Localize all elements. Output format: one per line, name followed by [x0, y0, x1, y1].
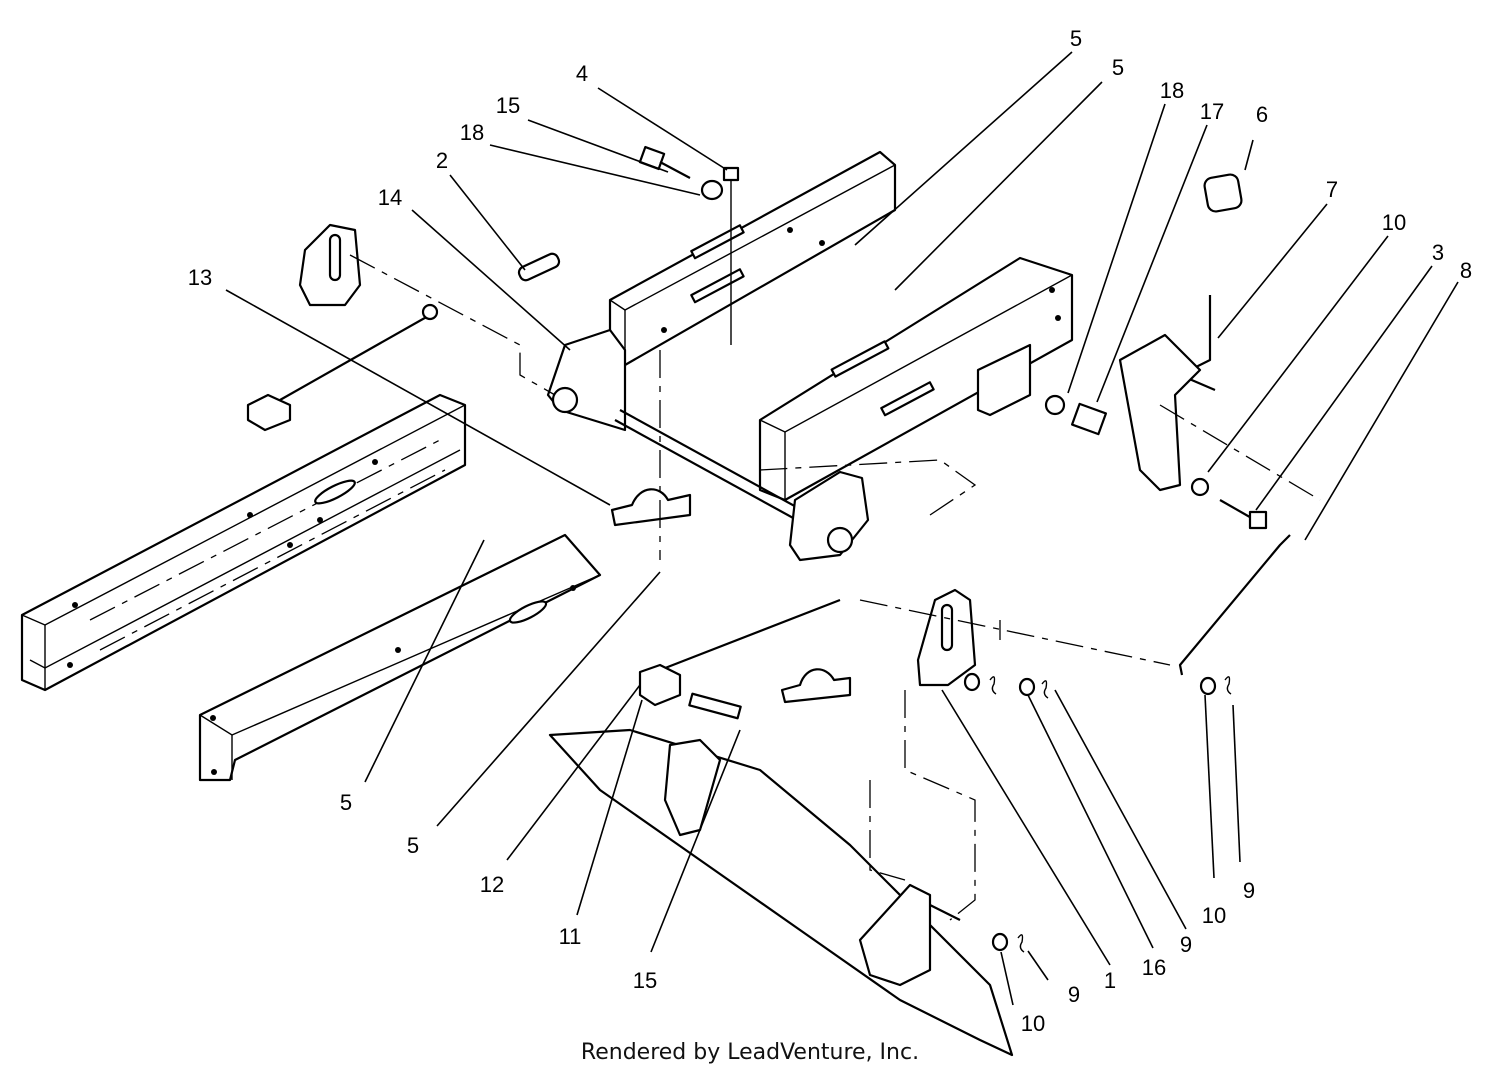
- callout-9-c: 9: [1243, 878, 1255, 903]
- callout-5-d: 5: [407, 833, 419, 858]
- callout-13: 13: [188, 265, 212, 290]
- callout-10-a: 10: [1382, 210, 1406, 235]
- callout-5-b: 5: [1112, 55, 1124, 80]
- shaft-clip-bracket: [610, 488, 852, 704]
- callout-2: 2: [436, 148, 448, 173]
- callout-10-c: 10: [1202, 903, 1226, 928]
- callout-10-b: 10: [1021, 1011, 1045, 1036]
- callout-labels: 5 5 4 15 18 2 14 13 18 17 6 7 10 3 8 5 5…: [188, 26, 1472, 1036]
- right-pivot-plate: [638, 588, 977, 720]
- lift-lever: [1044, 173, 1243, 492]
- callout-6: 6: [1256, 102, 1268, 127]
- lower-deck-arm: [548, 728, 1014, 1057]
- callout-8: 8: [1460, 258, 1472, 283]
- callout-15-a: 15: [496, 93, 520, 118]
- lever-pivot-bolt: [1190, 477, 1268, 530]
- callout-14: 14: [378, 185, 402, 210]
- callout-5-c: 5: [340, 790, 352, 815]
- callout-17: 17: [1200, 99, 1224, 124]
- callout-18-a: 18: [460, 120, 484, 145]
- callout-7: 7: [1326, 177, 1338, 202]
- callout-11: 11: [559, 924, 582, 949]
- spring-part: [517, 252, 561, 282]
- callout-3: 3: [1432, 240, 1444, 265]
- callout-18-b: 18: [1160, 78, 1184, 103]
- assembly-center-lines: [349, 254, 1321, 921]
- callout-4: 4: [576, 61, 588, 86]
- callout-12: 12: [480, 872, 504, 897]
- washers-and-pins: [963, 672, 1232, 953]
- leader-lines: [225, 51, 1459, 1006]
- cross-shaft-assembly: [546, 328, 870, 562]
- callout-9-b: 9: [1180, 932, 1192, 957]
- callout-5-a: 5: [1070, 26, 1082, 51]
- lift-rod: [1178, 534, 1291, 676]
- callout-16: 16: [1142, 955, 1166, 980]
- callout-9-a: 9: [1068, 982, 1080, 1007]
- render-credit: Rendered by LeadVenture, Inc.: [580, 1040, 920, 1065]
- left-lower-channel: [198, 533, 602, 782]
- callout-15-b: 15: [633, 968, 657, 993]
- left-frame-rail: [20, 393, 467, 692]
- right-frame-rail: [758, 256, 1074, 502]
- callout-1: 1: [1104, 968, 1116, 993]
- left-pivot-plate: [298, 223, 362, 307]
- left-lift-link: [246, 303, 439, 432]
- parts-illustration: [20, 145, 1321, 1057]
